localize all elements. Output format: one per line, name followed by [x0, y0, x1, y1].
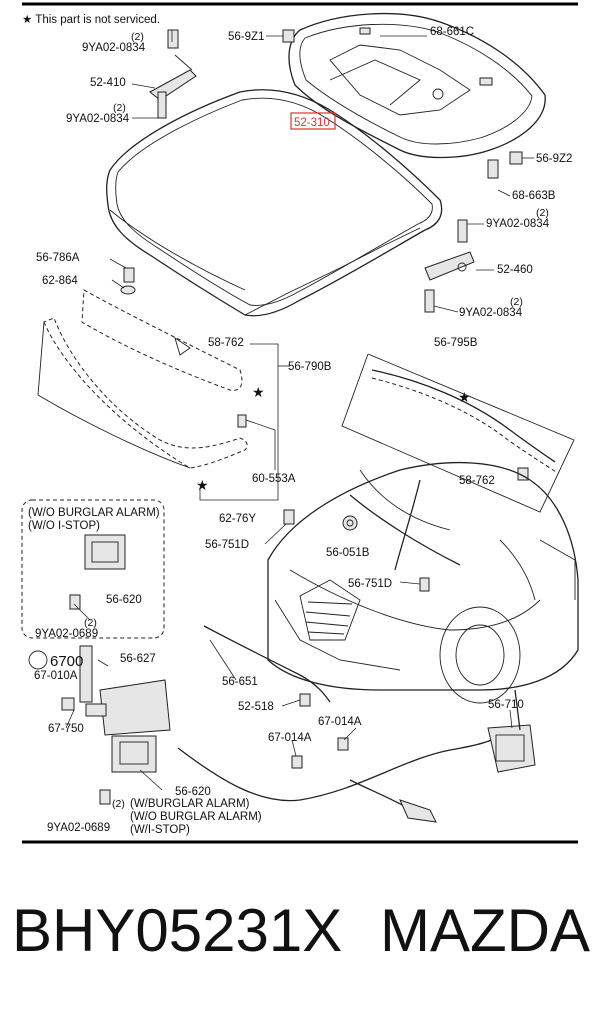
- brand-name: MAZDA: [380, 897, 590, 964]
- grommet-62864: [120, 285, 136, 295]
- hinge-left: [149, 29, 197, 119]
- clip-553a: [237, 414, 247, 428]
- hood-insulator: [288, 12, 546, 159]
- label-68-663b: 68-663B: [512, 190, 556, 202]
- label-cond-2: (W/O BURGLAR ALARM): [130, 811, 262, 823]
- handle-56-710: [487, 724, 536, 773]
- clip-9z2: [509, 151, 523, 165]
- clip-9z1: [282, 29, 295, 43]
- label-56-795b: 56-795B: [434, 337, 478, 349]
- label-52-518: 52-518: [238, 701, 274, 713]
- label-58-762-b: 58-762: [459, 475, 495, 487]
- label-qty-6: (2): [112, 798, 125, 810]
- label-cond-3: (W/I-STOP): [130, 824, 190, 836]
- label-52-410: 52-410: [90, 77, 126, 89]
- label-56-651: 56-651: [222, 676, 258, 688]
- label-bolt-6: 9YA02-0689: [47, 822, 110, 834]
- label-bolt-3: 9YA02-0834: [486, 218, 550, 230]
- car-front-view: [267, 461, 579, 704]
- hood-seal-lower: [37, 317, 248, 469]
- label-56-620-a: 56-620: [106, 594, 142, 606]
- svg-text:★: ★: [252, 384, 265, 400]
- label-qty-4: (2): [510, 296, 523, 308]
- label-67-750: 67-750: [48, 723, 84, 735]
- label-56-620-b: 56-620: [175, 786, 211, 798]
- release-cable: [203, 625, 331, 703]
- label-68-661c: 68-661C: [430, 26, 474, 38]
- label-67-014a-a: 67-014A: [318, 716, 362, 728]
- bumper-786a: [123, 267, 135, 283]
- label-bolt-1: 9YA02-0834: [82, 42, 146, 54]
- label-box-line-1: (W/O BURGLAR ALARM): [28, 507, 160, 519]
- bumper-751d-b: [419, 577, 430, 592]
- label-56-9z2: 56-9Z2: [536, 153, 572, 165]
- label-60-553a: 60-553A: [252, 473, 296, 485]
- hinge-right: [424, 219, 475, 313]
- label-qty-2: (2): [113, 102, 126, 114]
- label-qty-5: (2): [84, 617, 97, 629]
- label-56-751d-b: 56-751D: [348, 578, 392, 590]
- caption: BHY05231X MAZDA: [0, 895, 600, 975]
- parts-diagram: ★ This part is not serviced.: [21, 2, 579, 844]
- seal-box-795b: ★: [341, 353, 575, 513]
- label-58-762-a: 58-762: [208, 337, 244, 349]
- label-bolt-5: 9YA02-0689: [35, 628, 98, 640]
- label-67-010a: 67-010A: [34, 670, 78, 682]
- hood-panel: [106, 89, 443, 317]
- hood-release-cable: [177, 734, 501, 802]
- label-cond-1: (W/BURGLAR ALARM): [130, 798, 250, 810]
- svg-text:★: ★: [196, 477, 209, 493]
- inset-box-latch: [21, 499, 165, 639]
- label-box-line-2: (W/O I-STOP): [28, 520, 100, 532]
- label-56-627: 56-627: [120, 653, 156, 665]
- grommet-051b: [342, 515, 358, 531]
- label-56-790b: 56-790B: [288, 361, 332, 373]
- label-bolt-2: 9YA02-0834: [66, 113, 130, 125]
- label-56-786a: 56-786A: [36, 252, 80, 264]
- hood-seal-upper: [81, 289, 243, 391]
- bumper-751d-a: [283, 509, 295, 525]
- label-67-014a-b: 67-014A: [268, 732, 312, 744]
- label-56-9z1: 56-9Z1: [228, 31, 264, 43]
- label-62-864: 62-864: [42, 275, 78, 287]
- not-serviced-note: ★ This part is not serviced.: [22, 14, 160, 26]
- svg-text:★: ★: [458, 389, 471, 405]
- label-qty-3: (2): [536, 207, 549, 219]
- label-52-460: 52-460: [497, 264, 533, 276]
- stud-663b: [487, 159, 499, 179]
- label-6700: 6700: [50, 653, 83, 670]
- label-52-310: 52-310: [294, 117, 330, 129]
- label-62-76y: 62-76Y: [219, 513, 256, 525]
- label-qty-1: (2): [131, 31, 144, 43]
- latch-assembly: [28, 645, 171, 805]
- label-56-751d-a: 56-751D: [205, 539, 249, 551]
- label-bolt-4: 9YA02-0834: [459, 307, 523, 319]
- part-number: BHY05231X: [12, 897, 343, 964]
- label-56-051b: 56-051B: [326, 547, 370, 559]
- label-56-710: 56-710: [488, 699, 524, 711]
- callout-highlight-box: [290, 112, 336, 130]
